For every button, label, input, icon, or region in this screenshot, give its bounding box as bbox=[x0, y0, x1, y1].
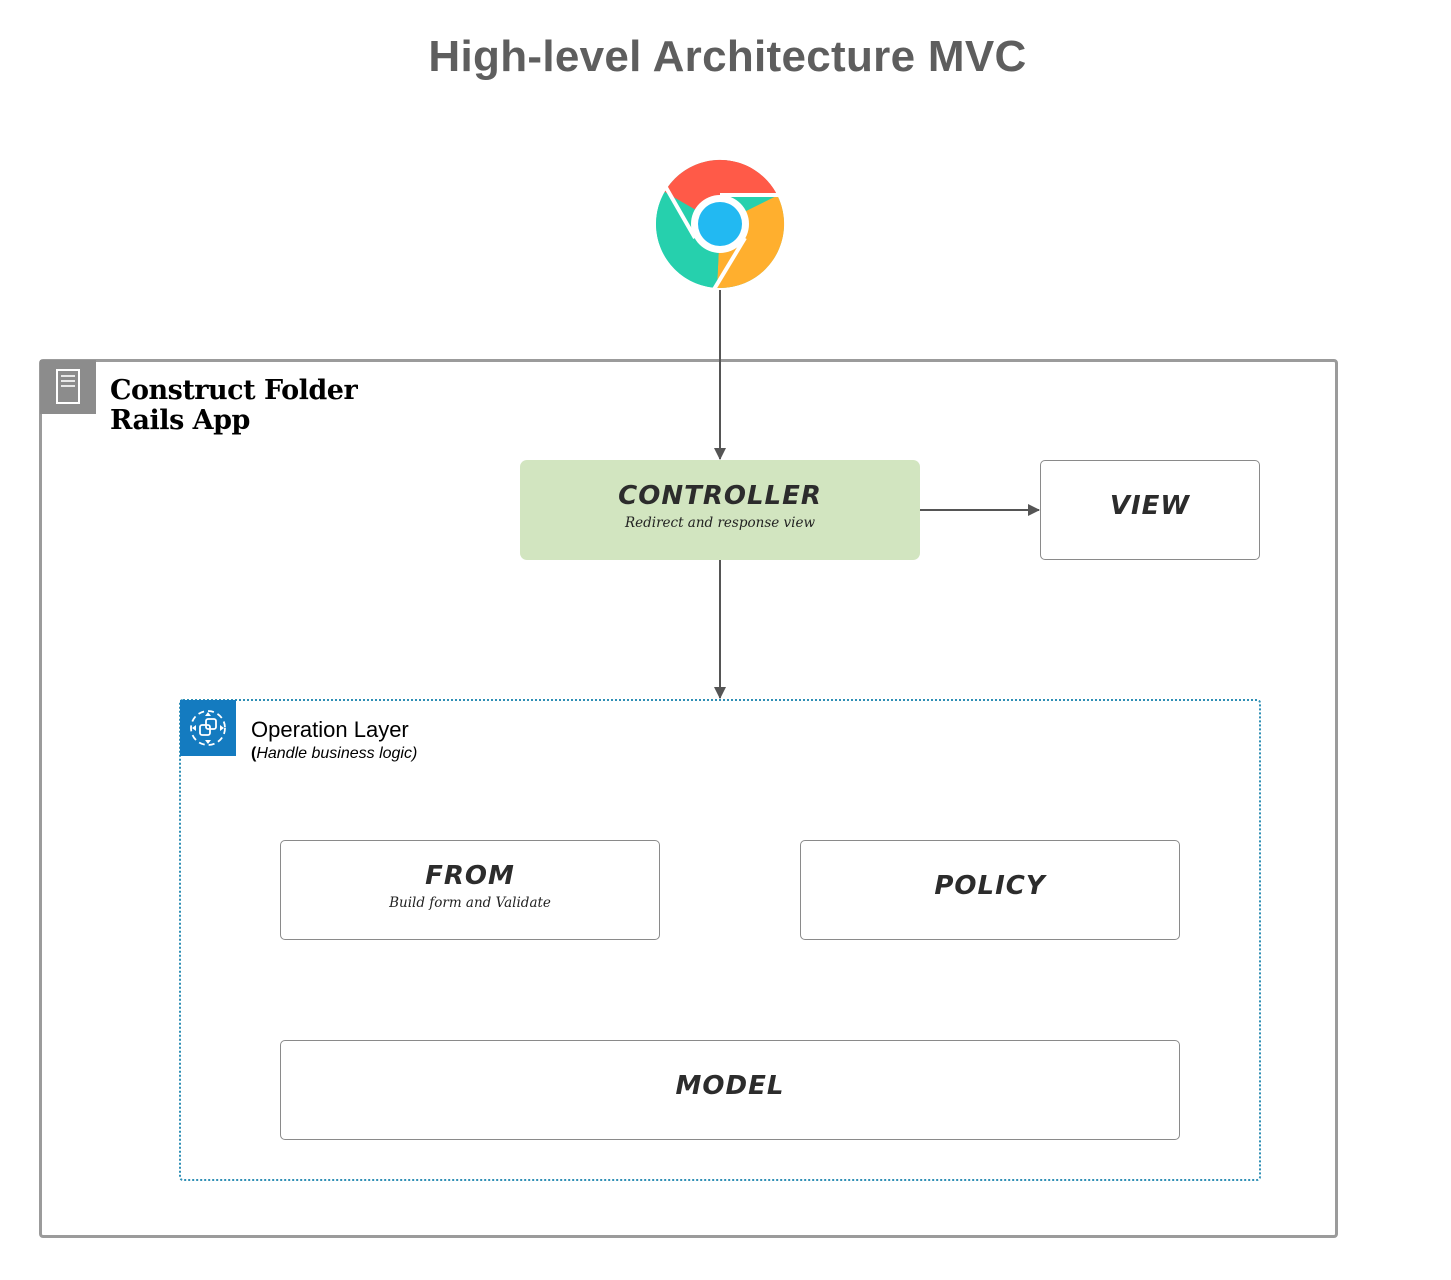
model-title: MODEL bbox=[675, 1071, 785, 1101]
form-title: FROM bbox=[425, 861, 515, 891]
app-container bbox=[39, 359, 1338, 1238]
operation-layer-subtitle-paren: ( bbox=[251, 745, 257, 762]
server-icon bbox=[40, 360, 96, 414]
form-subtitle: Build form and Validate bbox=[389, 895, 551, 911]
operation-layer-icon bbox=[180, 700, 236, 756]
view-title: VIEW bbox=[1109, 491, 1191, 521]
policy-box: POLICY bbox=[800, 840, 1180, 940]
form-box: FROM Build form and Validate bbox=[280, 840, 660, 940]
page-title: High-level Architecture MVC bbox=[428, 32, 1027, 81]
view-box: VIEW bbox=[1040, 460, 1260, 560]
operation-layer-subtitle-text: Handle business logic) bbox=[256, 745, 418, 762]
controller-box: CONTROLLER Redirect and response view bbox=[520, 460, 920, 560]
operation-layer-subtitle: (Handle business logic) bbox=[251, 745, 417, 763]
operation-layer-group bbox=[179, 699, 1261, 1181]
app-container-title-line2: Rails App bbox=[110, 405, 250, 436]
app-container-title-line1: Construct Folder bbox=[110, 375, 358, 406]
policy-title: POLICY bbox=[934, 871, 1046, 901]
model-box: MODEL bbox=[280, 1040, 1180, 1140]
controller-subtitle: Redirect and response view bbox=[624, 515, 816, 531]
chrome-browser-icon bbox=[655, 159, 785, 293]
operation-layer-title: Operation Layer bbox=[251, 717, 409, 742]
app-container-title: Construct Folder Rails App bbox=[110, 375, 358, 436]
controller-title: CONTROLLER bbox=[618, 481, 822, 511]
